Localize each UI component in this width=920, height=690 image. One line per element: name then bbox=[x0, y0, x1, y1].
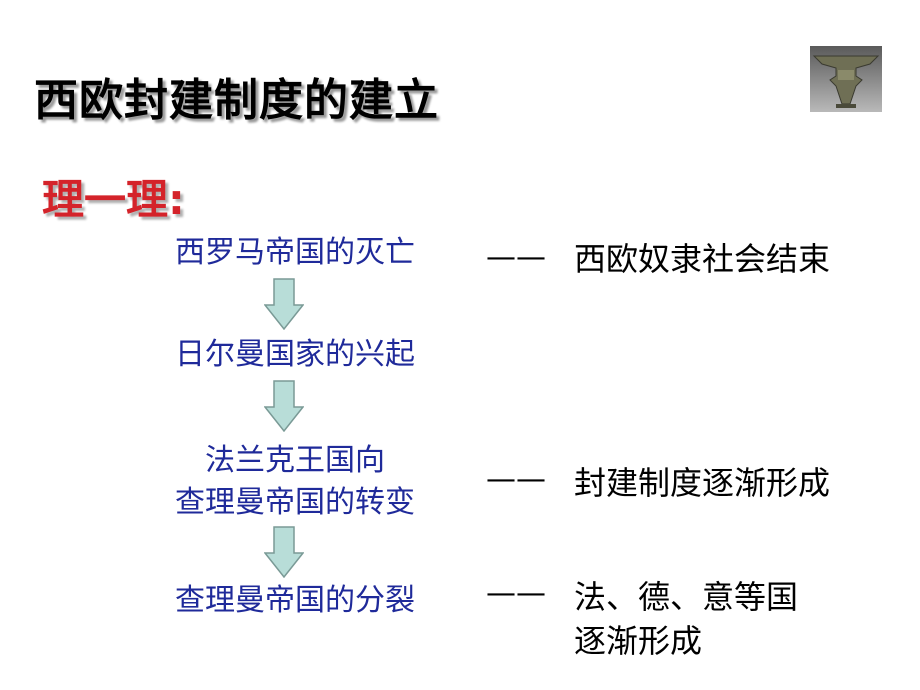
step-frankish-kingdom: 法兰克王国向 bbox=[205, 443, 385, 478]
down-arrow-icon bbox=[264, 380, 304, 432]
down-arrow-icon bbox=[264, 278, 304, 330]
step-germanic-rise: 日尔曼国家的兴起 bbox=[175, 337, 415, 372]
result-feudal-system-forming: 封建制度逐渐形成 bbox=[574, 464, 831, 502]
step-charlemagne-empire: 查理曼帝国的转变 bbox=[175, 485, 415, 520]
bronze-vessel-icon bbox=[810, 46, 882, 112]
step-western-roman-fall: 西罗马帝国的灭亡 bbox=[175, 235, 415, 270]
result-dash: —— bbox=[486, 462, 546, 497]
result-nations-forming-line1: 法、德、意等国 bbox=[574, 578, 799, 616]
down-arrow-icon bbox=[264, 526, 304, 578]
result-nations-forming-line2: 逐渐形成 bbox=[574, 622, 703, 660]
result-dash: —— bbox=[486, 576, 546, 611]
step-empire-split: 查理曼帝国的分裂 bbox=[175, 583, 415, 618]
slide-title: 西欧封建制度的建立 bbox=[34, 75, 439, 126]
result-dash: —— bbox=[486, 240, 546, 275]
section-heading: 理一理: bbox=[42, 175, 185, 224]
result-slave-society-end: 西欧奴隶社会结束 bbox=[574, 240, 831, 278]
